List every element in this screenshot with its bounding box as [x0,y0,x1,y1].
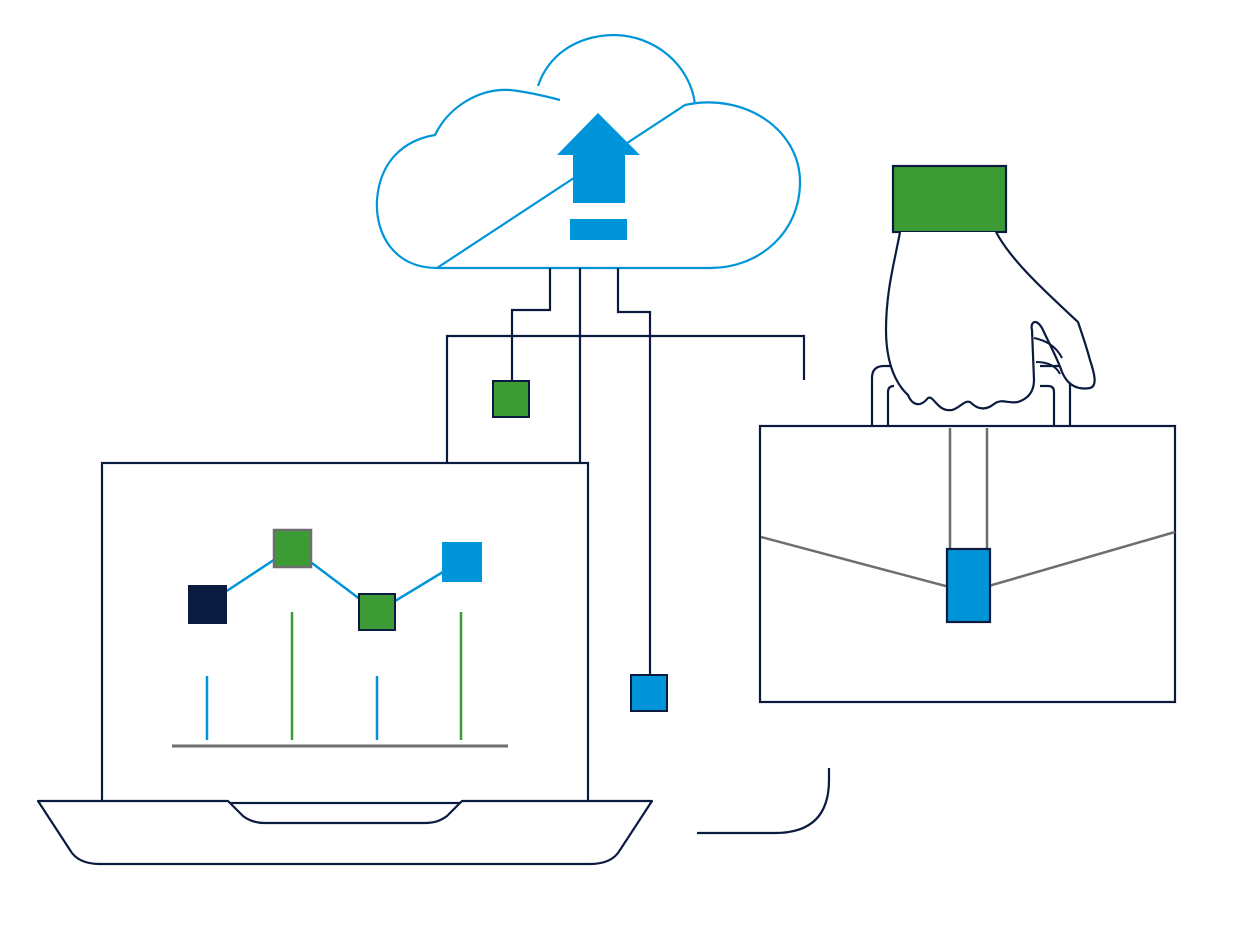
upload-arrow-icon [557,113,640,203]
wire-bottom-curve [697,768,831,835]
cloud-outline [375,33,802,270]
briefcase-latch [945,547,992,624]
hand-icon [884,164,1096,412]
line-chart-icon [172,528,508,748]
upload-base-bar [570,219,627,240]
briefcase-icon [758,364,1177,704]
laptop-icon [36,461,654,866]
wire-to-blue-node [616,268,652,676]
chart-point-1 [188,585,227,624]
hand-cuff [891,164,1008,234]
wire-to-green-node [510,268,552,382]
laptop-base [36,799,654,866]
connector-wires [445,268,831,835]
briefcase-handle-left [870,364,895,426]
chart-line [206,546,462,614]
chart-point-3 [358,593,396,631]
cloud-upload-icon [375,33,802,270]
chart-point-4 [442,542,482,582]
laptop-screen [100,461,590,805]
wire-laptop-to-briefcase [445,334,806,465]
hand-finger-line [1033,337,1063,375]
blue-node [630,674,668,712]
green-node [492,380,530,418]
chart-point-2 [272,528,313,569]
hand-outline [884,231,1096,412]
